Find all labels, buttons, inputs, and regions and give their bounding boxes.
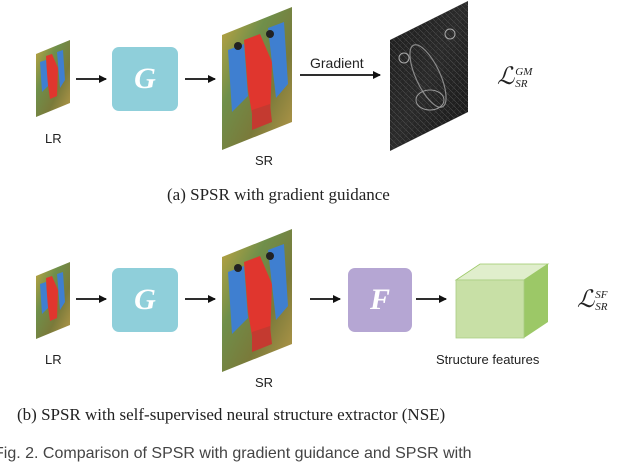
gradient-label: Gradient [310, 55, 364, 71]
lr-label-b: LR [45, 352, 62, 367]
structure-features-cube [454, 263, 550, 339]
lr-label-a: LR [45, 131, 62, 146]
sr-label-a: SR [255, 153, 274, 168]
generator-label-b: G [134, 283, 156, 316]
generator-label-a: G [134, 62, 156, 95]
caption-a: (a) SPSR with gradient guidance [167, 185, 390, 204]
lr-image-a [36, 40, 70, 117]
sr-label-b: SR [255, 375, 274, 390]
generator-block-a: G [112, 47, 178, 111]
generator-block-b: G [112, 268, 178, 332]
extractor-label: F [369, 283, 390, 316]
structure-features-label: Structure features [436, 352, 540, 367]
extractor-block: F [348, 268, 412, 332]
sr-image-b [222, 229, 292, 372]
sr-image-a [222, 7, 292, 150]
caption-b: (b) SPSR with self-supervised neural str… [17, 405, 446, 424]
figure-caption: Fig. 2. Comparison of SPSR with gradient… [0, 445, 472, 462]
gradient-map-image [390, 1, 468, 151]
lr-image-b [36, 262, 70, 339]
